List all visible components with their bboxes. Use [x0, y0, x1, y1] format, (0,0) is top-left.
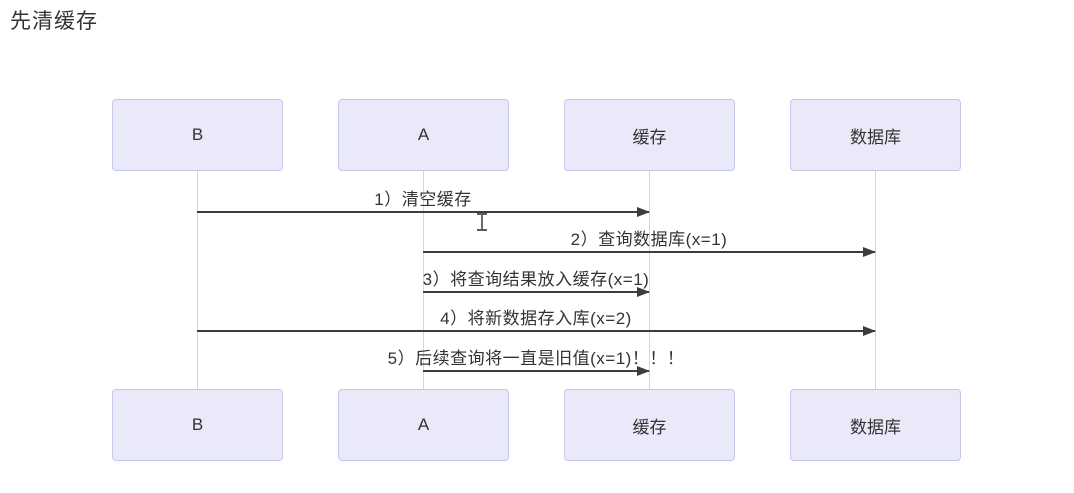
actor-box-database-bottom[interactable]: 数据库 [790, 389, 961, 461]
arrowhead-icon [863, 326, 876, 336]
actor-box-a-bottom[interactable]: A [338, 389, 509, 461]
message-5-label: 5）后续查询将一直是旧值(x=1)！！！ [387, 349, 685, 368]
lifeline-a [423, 171, 424, 390]
actor-label-cache: 缓存 [632, 417, 667, 437]
arrowhead-icon [637, 287, 650, 297]
message-5-line [423, 370, 649, 372]
arrowhead-icon [637, 366, 650, 376]
message-2-line [423, 251, 875, 253]
actor-label-database: 数据库 [850, 417, 901, 437]
message-1-label: 1）清空缓存 [374, 190, 472, 209]
actor-box-database-top[interactable]: 数据库 [790, 99, 961, 171]
message-4-label: 4）将新数据存入库(x=2) [440, 309, 632, 328]
message-4-line [197, 330, 875, 332]
actor-box-cache-top[interactable]: 缓存 [564, 99, 735, 171]
lifeline-cache [649, 171, 650, 390]
actor-label-a: A [417, 125, 430, 144]
actor-label-b: B [191, 415, 204, 434]
message-1-line [197, 211, 649, 213]
diagram-title: 先清缓存 [10, 10, 98, 33]
message-3-put-result-in-cache[interactable]: 3）将查询结果放入缓存(x=1) [423, 270, 650, 297]
lifeline-database [875, 171, 876, 390]
arrowhead-icon [637, 207, 650, 217]
message-2-label: 2）查询数据库(x=1) [570, 230, 728, 249]
message-5-stale-value-warning[interactable]: 5）后续查询将一直是旧值(x=1)！！！ [388, 349, 684, 376]
text-cursor-bottom-bar [477, 229, 487, 231]
actor-label-cache: 缓存 [632, 127, 667, 147]
message-1-clear-cache[interactable]: 1）清空缓存 [197, 190, 650, 217]
lifeline-b [197, 171, 198, 390]
message-3-line [423, 291, 649, 293]
message-2-query-database[interactable]: 2）查询数据库(x=1) [423, 230, 876, 257]
message-3-label: 3）将查询结果放入缓存(x=1) [422, 270, 650, 289]
actor-box-a-top[interactable]: A [338, 99, 509, 171]
text-cursor-icon [477, 213, 487, 231]
text-cursor-stem [481, 214, 483, 230]
actor-box-b-bottom[interactable]: B [112, 389, 283, 461]
arrowhead-icon [863, 247, 876, 257]
actor-box-cache-bottom[interactable]: 缓存 [564, 389, 735, 461]
actor-box-b-top[interactable]: B [112, 99, 283, 171]
actor-label-b: B [191, 125, 204, 144]
actor-label-database: 数据库 [850, 127, 901, 147]
actor-label-a: A [417, 415, 430, 434]
message-4-store-new-data[interactable]: 4）将新数据存入库(x=2) [197, 309, 876, 336]
